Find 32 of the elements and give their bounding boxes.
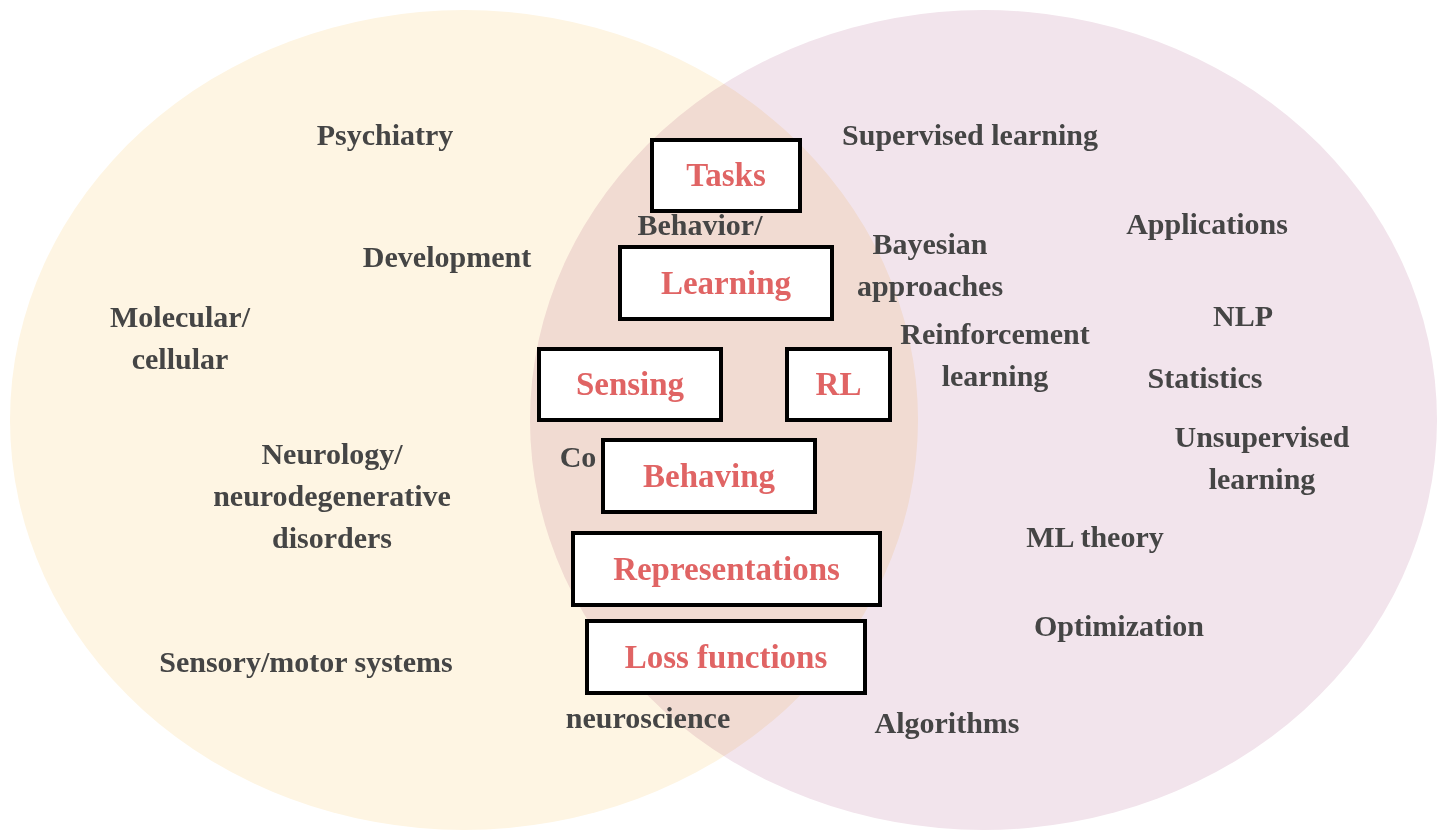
- field-label: Supervised learning: [842, 117, 1098, 153]
- field-label: NLP: [1213, 298, 1273, 334]
- field-label: Statistics: [1147, 360, 1263, 396]
- field-label: Psychiatry: [316, 117, 454, 153]
- topic-box: [571, 531, 882, 607]
- field-label: Molecular/ cellular: [109, 299, 252, 377]
- field-label: Reinforcement learning: [899, 316, 1091, 394]
- topic-box: [601, 438, 817, 514]
- topic-label: Sensing: [575, 366, 685, 403]
- field-label: Applications: [1126, 206, 1288, 242]
- field-label: Neurology/ neurodegenerative disorders: [212, 436, 452, 556]
- topic-label: Representations: [613, 550, 840, 588]
- topic-label: Learning: [660, 264, 792, 302]
- field-label: Optimization: [1034, 608, 1204, 644]
- field-label: neuroscience: [565, 700, 731, 736]
- topic-box: [537, 347, 723, 422]
- topic-box: [585, 619, 867, 695]
- topic-box: [650, 138, 802, 213]
- field-label: Sensory/motor systems: [159, 644, 453, 680]
- topic-box: [618, 245, 834, 321]
- topic-label: Behaving: [642, 457, 775, 495]
- field-label: Co: [559, 439, 597, 475]
- field-label: Development: [362, 239, 532, 275]
- field-label: Algorithms: [874, 705, 1020, 741]
- field-label: Behavior/: [637, 207, 763, 243]
- topic-label: RL: [815, 366, 862, 403]
- topic-box: [785, 347, 892, 422]
- field-label: Unsupervised learning: [1173, 419, 1351, 497]
- topic-label: Tasks: [686, 157, 766, 194]
- field-label: Bayesian approaches: [855, 226, 1005, 304]
- topic-label: Loss functions: [624, 638, 828, 676]
- field-label: ML theory: [1026, 519, 1164, 555]
